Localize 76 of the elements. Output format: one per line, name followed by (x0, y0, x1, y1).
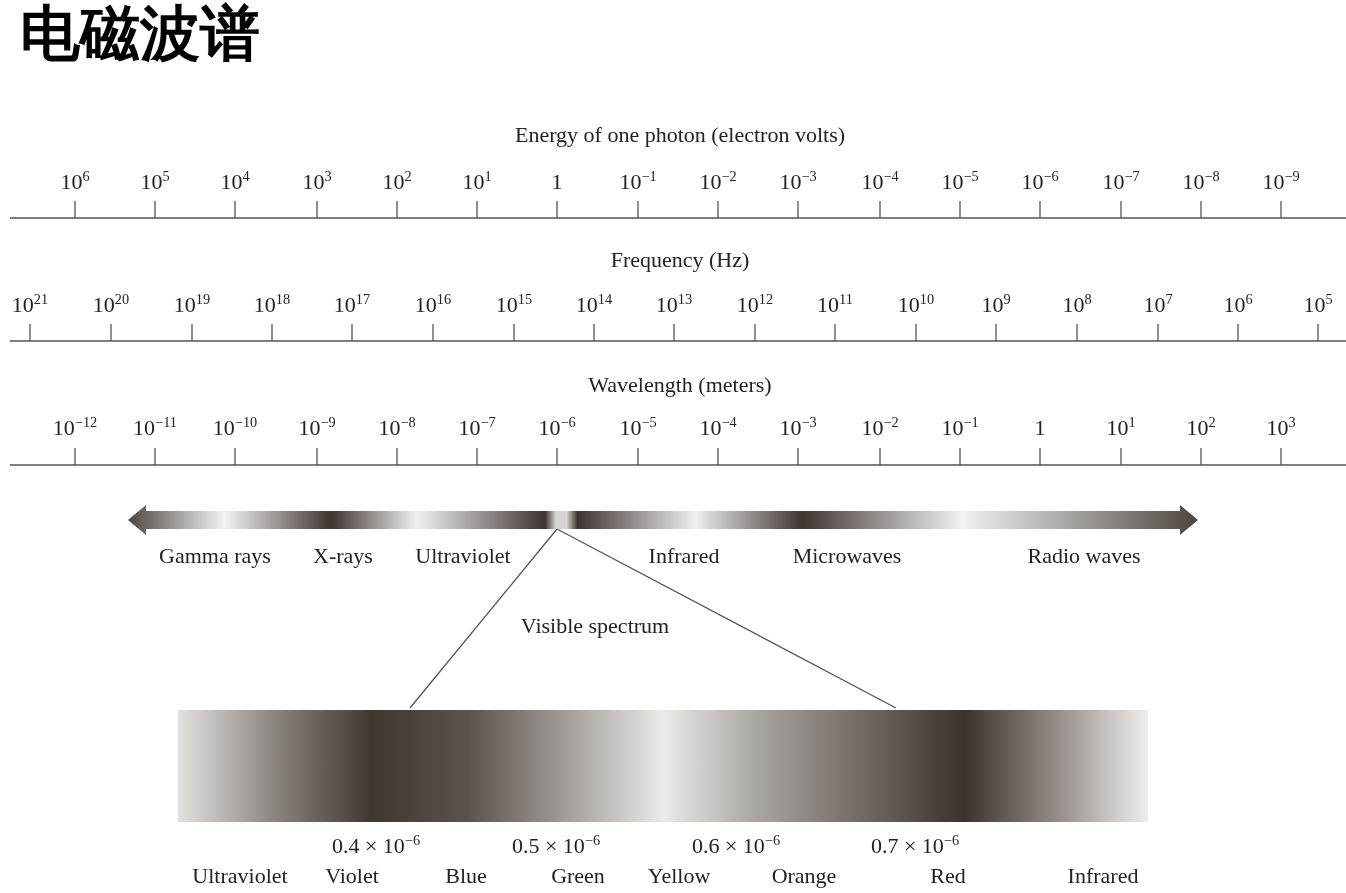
color-label: Yellow (647, 863, 711, 889)
tick-label: 10$^{19}$ (173, 292, 211, 318)
page-title: 电磁波谱 (20, 0, 260, 70)
tick-label: 10$^{6}$ (60, 169, 90, 195)
tick-label: 10$^{2}$ (382, 169, 412, 195)
tick-label: 10$^{13}$ (655, 292, 693, 318)
tick-label: 10$^{−4}$ (699, 415, 737, 441)
tick-label: 10$^{−5}$ (619, 415, 657, 441)
leader-line (409, 528, 558, 709)
color-label: Red (930, 863, 966, 889)
color-label: Infrared (1067, 863, 1139, 889)
tick-label: 10$^{15}$ (495, 292, 533, 318)
tick-label: 10$^{17}$ (333, 292, 371, 318)
tick-label: 10$^{3}$ (1266, 415, 1296, 441)
color-label: Blue (445, 863, 487, 889)
axis-title: Wavelength (meters) (588, 372, 772, 398)
tick-label: 10$^{10}$ (897, 292, 935, 318)
tick-label: 10$^{−1}$ (619, 169, 657, 195)
wavelength-value: 0.5 × 10$^{−6}$ (511, 833, 601, 859)
spectrum-bar (178, 710, 1148, 822)
axis-title: Energy of one photon (electron volts) (514, 122, 846, 148)
tick-label: 10$^{2}$ (1186, 415, 1216, 441)
tick-label: 10$^{−8}$ (1182, 169, 1220, 195)
color-label: Ultraviolet (192, 863, 288, 889)
color-label: Orange (771, 863, 837, 889)
tick-label: 10$^{−11}$ (133, 415, 177, 441)
tick-label: 10$^{5}$ (140, 169, 170, 195)
color-label: Green (551, 863, 605, 889)
leader-line (556, 528, 897, 709)
tick-label: 10$^{4}$ (220, 169, 250, 195)
band-label: Gamma rays (159, 543, 271, 569)
tick-label: 10$^{−5}$ (941, 169, 979, 195)
wavelength-value: 0.6 × 10$^{−6}$ (691, 833, 781, 859)
tick-label: 10$^{−8}$ (378, 415, 416, 441)
tick-label: 10$^{−2}$ (861, 415, 899, 441)
tick-label: 10$^{11}$ (817, 292, 853, 318)
tick-label: 10$^{7}$ (1143, 292, 1173, 318)
tick-label: 10$^{12}$ (736, 292, 774, 318)
tick-label: 10$^{−3}$ (779, 415, 817, 441)
tick-label: 10$^{3}$ (302, 169, 332, 195)
axis-title: Frequency (Hz) (610, 247, 750, 273)
tick-label: 1 (1034, 415, 1046, 441)
tick-label: 10$^{5}$ (1303, 292, 1333, 318)
tick-label: 10$^{−6}$ (1021, 169, 1059, 195)
tick-label: 10$^{−7}$ (1102, 169, 1140, 195)
band-label: X-rays (313, 543, 373, 569)
tick-label: 10$^{1}$ (1106, 415, 1136, 441)
tick-label: 10$^{−6}$ (538, 415, 576, 441)
band-label: Infrared (648, 543, 720, 569)
tick-label: 10$^{18}$ (253, 292, 291, 318)
tick-label: 10$^{16}$ (414, 292, 452, 318)
tick-label: 10$^{−9}$ (1262, 169, 1300, 195)
tick-label: 1 (551, 169, 563, 195)
wavelength-value: 0.4 × 10$^{−6}$ (331, 833, 421, 859)
band-label: Microwaves (792, 543, 902, 569)
tick-label: 10$^{−1}$ (941, 415, 979, 441)
band-label: Ultraviolet (415, 543, 511, 569)
tick-label: 10$^{−7}$ (458, 415, 496, 441)
tick-label: 10$^{−2}$ (699, 169, 737, 195)
tick-label: 10$^{8}$ (1062, 292, 1092, 318)
tick-label: 10$^{21}$ (11, 292, 49, 318)
tick-label: 10$^{−3}$ (779, 169, 817, 195)
tick-label: 10$^{1}$ (462, 169, 492, 195)
callout-label: Visible spectrum (520, 613, 670, 639)
tick-label: 10$^{−9}$ (298, 415, 336, 441)
tick-label: 10$^{20}$ (92, 292, 130, 318)
band-label: Radio waves (1027, 543, 1141, 569)
tick-label: 10$^{−12}$ (52, 415, 98, 441)
wavelength-value: 0.7 × 10$^{−6}$ (870, 833, 960, 859)
tick-label: 10$^{6}$ (1223, 292, 1253, 318)
tick-label: 10$^{14}$ (575, 292, 613, 318)
spectrum-arrow (128, 505, 1198, 535)
tick-label: 10$^{−4}$ (861, 169, 899, 195)
color-label: Violet (325, 863, 379, 889)
tick-label: 10$^{−10}$ (212, 415, 258, 441)
tick-label: 10$^{9}$ (981, 292, 1011, 318)
